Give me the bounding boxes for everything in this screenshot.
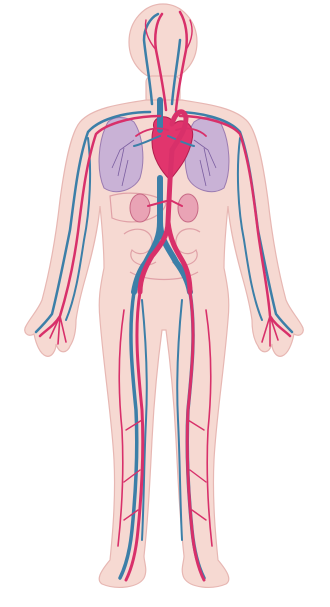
left-kidney xyxy=(130,194,150,222)
right-kidney xyxy=(178,194,198,222)
